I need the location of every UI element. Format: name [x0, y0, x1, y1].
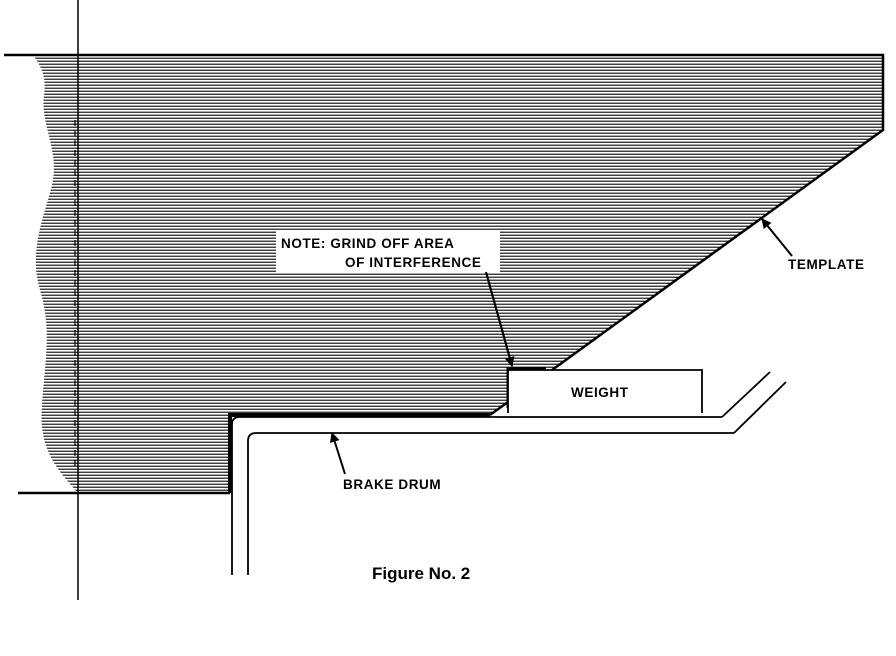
weight-block	[507, 369, 703, 413]
template-outline	[4, 53, 885, 417]
note-leader-arrow	[484, 271, 515, 367]
template-brake-edge	[228, 413, 490, 493]
template-hatched-area	[33, 55, 883, 493]
template-label: TEMPLATE	[788, 257, 865, 272]
note-label-line2: OF INTERFERENCE	[345, 255, 482, 270]
weight-label: WEIGHT	[571, 385, 629, 400]
brake-drum-break-line-1	[721, 371, 771, 418]
brake-drum-leader-arrow	[329, 432, 346, 475]
brake-drum-break-line-2	[733, 381, 787, 434]
note-label-line1: NOTE: GRIND OFF AREA	[281, 236, 455, 251]
brake-drum-inner	[247, 432, 734, 575]
brake-drum-outer	[231, 416, 722, 575]
template-leader-arrow	[761, 218, 793, 257]
figure-caption: Figure No. 2	[372, 564, 470, 583]
brake-drum-label: BRAKE DRUM	[343, 477, 441, 492]
note-label-background	[276, 230, 500, 272]
